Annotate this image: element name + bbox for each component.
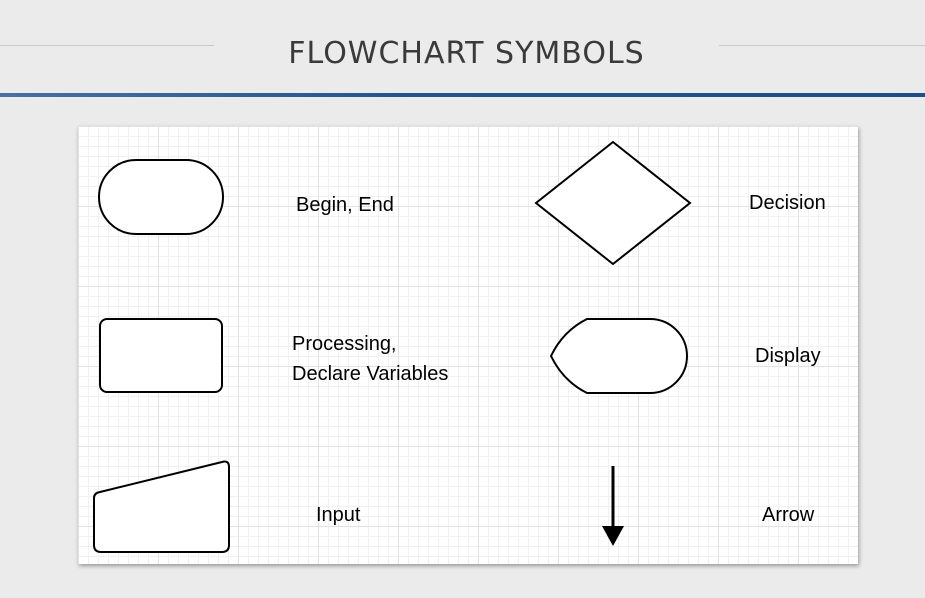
processing-label-line2: Declare Variables	[292, 363, 449, 385]
title-rule-left	[0, 45, 214, 46]
input-shape	[93, 460, 230, 553]
display-shape	[549, 318, 688, 394]
decision-label: Decision	[749, 192, 826, 214]
slide-title: FLOWCHART SYMBOLS	[288, 36, 645, 71]
header-bar	[0, 93, 925, 97]
arrow-head	[602, 526, 624, 546]
diagram-canvas: Begin, End Processing, Declare Variables…	[78, 126, 858, 564]
terminator-shape	[98, 159, 224, 235]
arrow-label: Arrow	[762, 504, 815, 526]
decision-shape	[534, 140, 692, 266]
display-label: Display	[755, 345, 821, 367]
symbols-layer	[93, 140, 692, 553]
title-rule-right	[719, 45, 925, 46]
begin-end-label: Begin, End	[296, 194, 394, 216]
processing-label-line1: Processing,	[292, 333, 397, 355]
process-shape	[99, 318, 223, 393]
input-label: Input	[316, 504, 361, 526]
